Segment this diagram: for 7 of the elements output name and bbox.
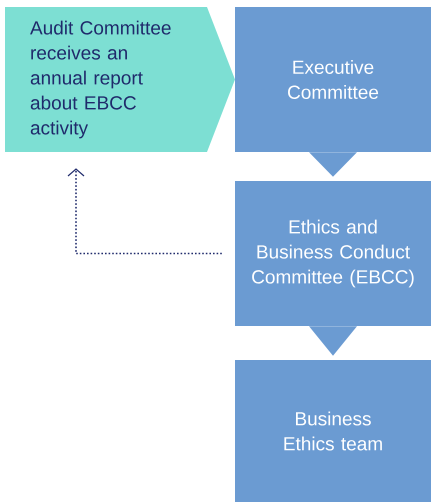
arrow (68, 168, 222, 254)
arrow (309, 326, 357, 356)
arrow-box: Audit Committee receives an annual report about EBCC activity (5, 7, 235, 152)
process-box: Business Ethics team (235, 360, 431, 502)
process-box: Executive Committee (235, 7, 431, 152)
arrow (309, 152, 357, 177)
process-box: Ethics and Business Conduct Committee (EBCC) (235, 181, 431, 326)
